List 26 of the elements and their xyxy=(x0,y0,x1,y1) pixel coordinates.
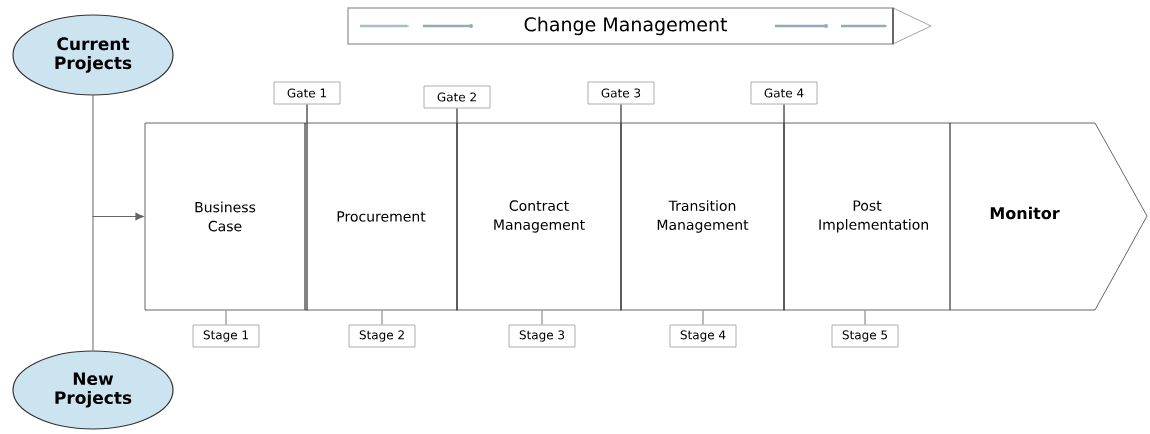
gate-line xyxy=(783,103,785,312)
gate-label-box: Gate 1 xyxy=(273,81,341,105)
gate-label-box: Gate 4 xyxy=(750,81,818,105)
gate-label-box: Gate 2 xyxy=(423,85,491,109)
stage-label-box: Stage 5 xyxy=(831,324,899,348)
stage-label-box: Stage 4 xyxy=(669,324,737,348)
gate-line xyxy=(306,103,308,312)
leader-line xyxy=(225,309,227,326)
stage-label-box: Stage 3 xyxy=(508,324,576,348)
stage-box: Transition Management xyxy=(620,122,785,311)
stage-box: Business Case xyxy=(144,122,306,311)
leader-line xyxy=(864,309,866,326)
leader-line xyxy=(381,309,383,326)
stage-label-box: Stage 2 xyxy=(348,324,416,348)
connector-arrow xyxy=(92,212,144,351)
stage-box: Post Implementation xyxy=(783,122,951,311)
stage-box: Procurement xyxy=(304,122,458,311)
gate-line xyxy=(456,107,458,312)
gate-label-box: Gate 3 xyxy=(587,81,655,105)
stage-arrow-tip: Monitor xyxy=(949,122,1148,311)
stage-box: Contract Management xyxy=(456,122,622,311)
leader-line xyxy=(702,309,704,326)
leader-line xyxy=(541,309,543,326)
stage-label-box: Stage 1 xyxy=(192,324,260,348)
change-management-banner: Change Management xyxy=(347,7,932,45)
gate-line xyxy=(620,103,622,312)
